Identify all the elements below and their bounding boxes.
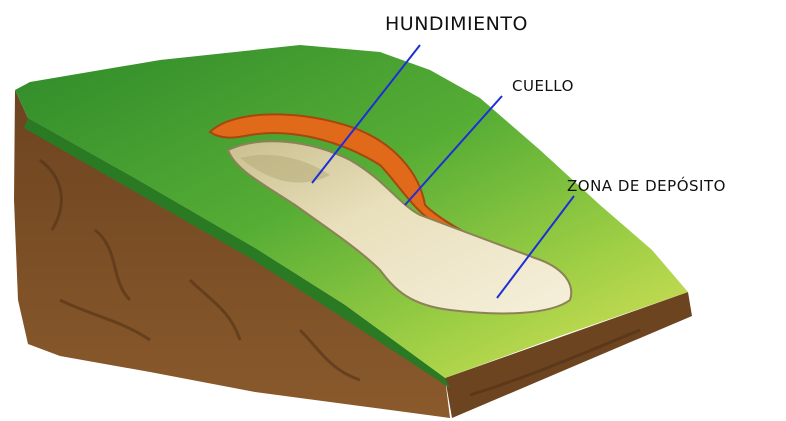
label-cuello: CUELLO — [512, 77, 574, 95]
label-hundimiento: HUNDIMIENTO — [385, 13, 528, 35]
label-zona-de-deposito: ZONA DE DEPÓSITO — [567, 177, 726, 195]
